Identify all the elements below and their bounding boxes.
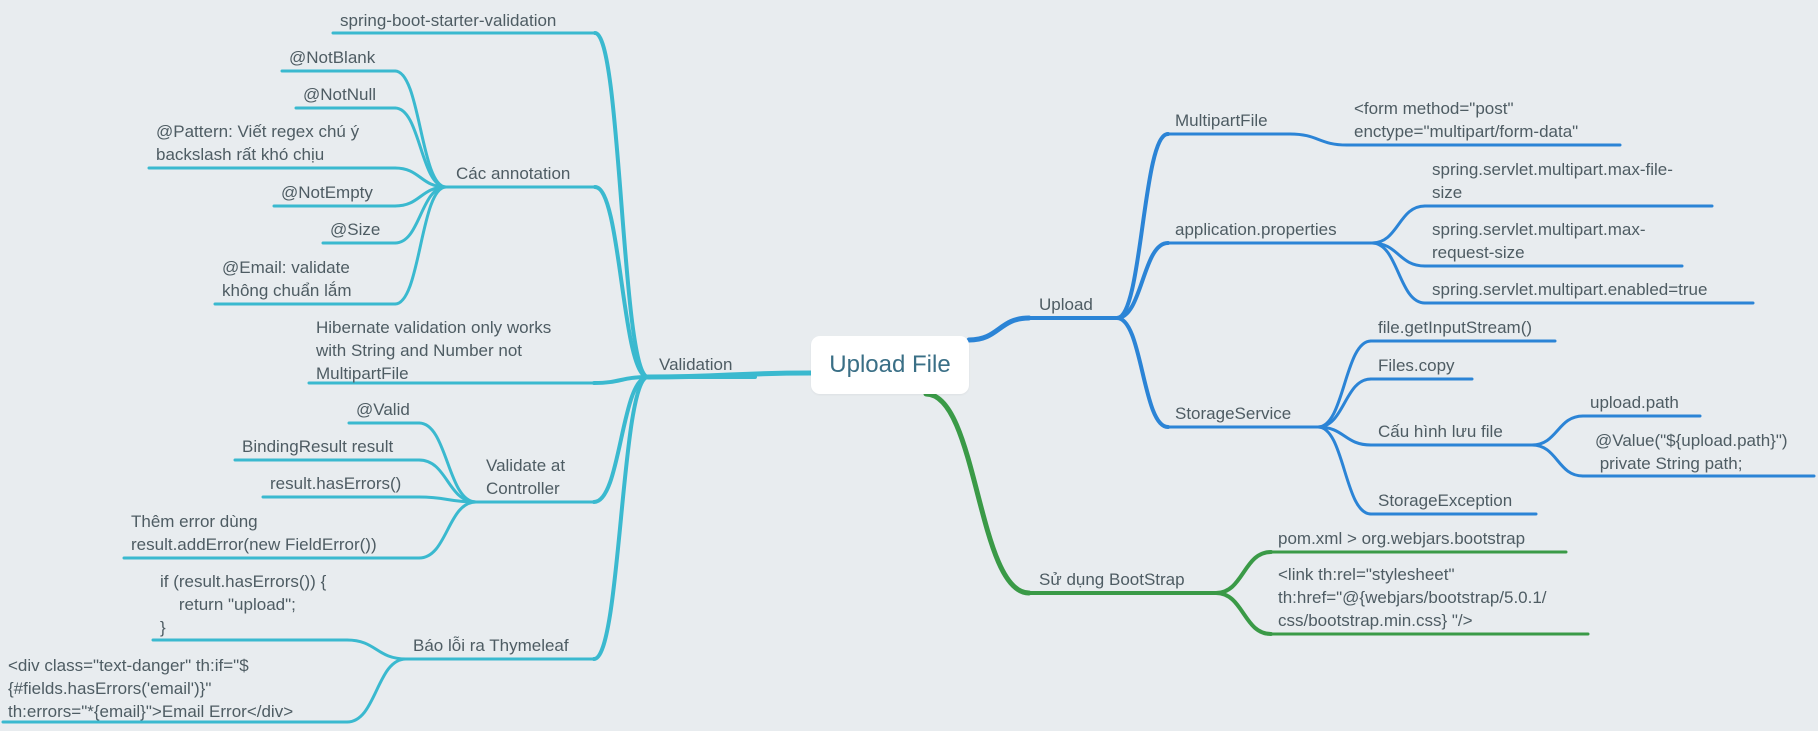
topic-get-input-stream[interactable]: file.getInputStream() [1378, 318, 1533, 337]
topic-code-error-div[interactable]: <div class="text-danger" th:if="$ {#fiel… [8, 656, 294, 721]
edge-thymeleaf-codeif [345, 638, 408, 661]
edge-storage-filescopy [1316, 377, 1373, 429]
topic-validation[interactable]: Validation [659, 355, 733, 374]
topic-upload[interactable]: Upload [1039, 295, 1093, 314]
topic-not-null[interactable]: @NotNull [303, 85, 376, 104]
topic-multipart-enabled[interactable]: spring.servlet.multipart.enabled=true [1432, 280, 1708, 299]
edge-bootstrap-link [1214, 591, 1273, 636]
topic-binding-result[interactable]: BindingResult result [242, 437, 394, 456]
topic-multipart-file[interactable]: MultipartFile [1175, 111, 1268, 130]
edge-annotations-email [393, 185, 448, 306]
edge-storage-inputstream [1316, 339, 1373, 429]
topic-add-error[interactable]: Thêm error dùng result.addError(new Fiel… [131, 512, 377, 554]
topic-annotations[interactable]: Các annotation [456, 164, 571, 183]
topic-storage-service[interactable]: StorageService [1175, 404, 1292, 423]
topic-storage-exception[interactable]: StorageException [1378, 491, 1513, 510]
topic-not-empty[interactable]: @NotEmpty [281, 183, 373, 202]
topic-pattern[interactable]: @Pattern: Viết regex chú ý backslash rất… [156, 122, 360, 164]
edge-config-uploadpath [1530, 414, 1585, 447]
edge-bootstrap-pom [1214, 550, 1273, 595]
edge-appprops-maxfile [1370, 204, 1427, 245]
topic-has-errors[interactable]: result.hasErrors() [270, 474, 402, 493]
topic-value-annotation[interactable]: @Value("${upload.path}") private String … [1595, 431, 1788, 473]
topic-thymeleaf-errors[interactable]: Báo lỗi ra Thymeleaf [413, 636, 569, 655]
topic-storage-config[interactable]: Cấu hình lưu file [1378, 422, 1503, 441]
topic-max-request-size[interactable]: spring.servlet.multipart.max- request-si… [1432, 220, 1646, 262]
topic-size[interactable]: @Size [330, 220, 381, 239]
topic-code-if-errors[interactable]: if (result.hasErrors()) { return "upload… [160, 572, 327, 637]
topic-pom-webjars[interactable]: pom.xml > org.webjars.bootstrap [1278, 529, 1526, 548]
edge-thymeleaf-codediv [345, 657, 408, 724]
edge-multipart-form [1288, 132, 1349, 147]
edge-annotations-notnull [393, 106, 448, 189]
edge-root-bootstrap [923, 391, 1032, 596]
topic-use-bootstrap[interactable]: Sử dụng BootStrap [1039, 570, 1185, 589]
topic-not-blank[interactable]: @NotBlank [289, 48, 376, 67]
edge-appprops-enabled [1370, 241, 1427, 305]
topic-bootstrap-link[interactable]: <link th:rel="stylesheet" th:href="@{web… [1278, 565, 1547, 630]
topic-spring-boot-starter-validation[interactable]: spring-boot-starter-validation [340, 11, 557, 30]
edge-storage-exception [1316, 425, 1373, 516]
edge-validation-annotations [593, 185, 650, 379]
topic-max-file-size[interactable]: spring.servlet.multipart.max-file- size [1432, 160, 1673, 202]
edge-upload-multipart [1115, 132, 1170, 320]
topic-email[interactable]: @Email: validate không chuẩn lắm [222, 258, 352, 300]
topic-files-copy[interactable]: Files.copy [1378, 356, 1455, 375]
topic-form-multipart[interactable]: <form method="post" enctype="multipart/f… [1354, 99, 1579, 141]
edge-validation-controller [592, 375, 650, 504]
edge-config-value [1530, 443, 1585, 478]
root-topic[interactable]: Upload File [811, 336, 969, 394]
topic-validate-controller[interactable]: Validate at Controller [486, 456, 566, 498]
edge-validation-starter [593, 31, 650, 379]
topic-upload-path[interactable]: upload.path [1590, 393, 1679, 412]
edge-root-upload [966, 315, 1032, 343]
edge-upload-appprops [1115, 241, 1170, 320]
edge-validation-thymeleaf [592, 375, 650, 661]
topic-application-properties[interactable]: application.properties [1175, 220, 1337, 239]
topic-valid[interactable]: @Valid [356, 400, 410, 419]
edge-upload-storage [1115, 316, 1170, 429]
topic-hibernate-note[interactable]: Hibernate validation only works with Str… [316, 318, 552, 383]
edge-controller-adderror [417, 500, 478, 560]
